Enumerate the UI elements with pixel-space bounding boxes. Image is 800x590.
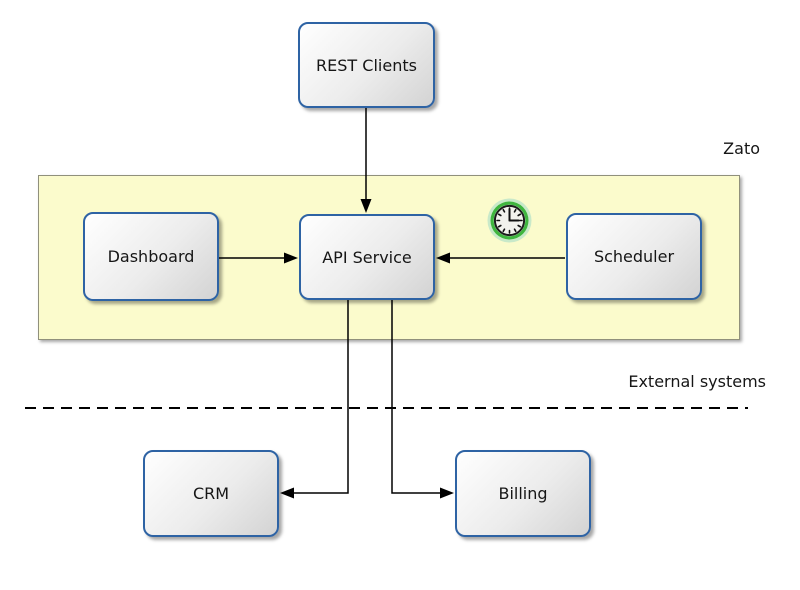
node-scheduler-label: Scheduler [593, 247, 675, 266]
arrow-dashboard-to-api-service [219, 252, 298, 264]
zato-label: Zato [723, 139, 760, 158]
node-billing-label: Billing [498, 484, 548, 503]
node-rest-clients: REST Clients [298, 22, 435, 108]
node-dashboard-label: Dashboard [107, 247, 195, 266]
node-api-service-label: API Service [322, 247, 412, 267]
arrow-rest-clients-to-api-service [360, 108, 372, 213]
node-scheduler: Scheduler [566, 213, 702, 300]
clock-icon [487, 198, 532, 243]
node-crm: CRM [143, 450, 279, 537]
node-crm-label: CRM [192, 484, 230, 503]
node-billing: Billing [455, 450, 591, 537]
node-dashboard: Dashboard [83, 212, 219, 301]
arrow-api-service-to-billing [391, 300, 454, 499]
node-rest-clients-label: REST Clients [316, 55, 417, 75]
node-api-service: API Service [299, 214, 435, 300]
arrow-api-service-to-crm [280, 300, 349, 499]
external-systems-label: External systems [628, 372, 766, 391]
arrow-scheduler-to-api-service [436, 252, 565, 264]
